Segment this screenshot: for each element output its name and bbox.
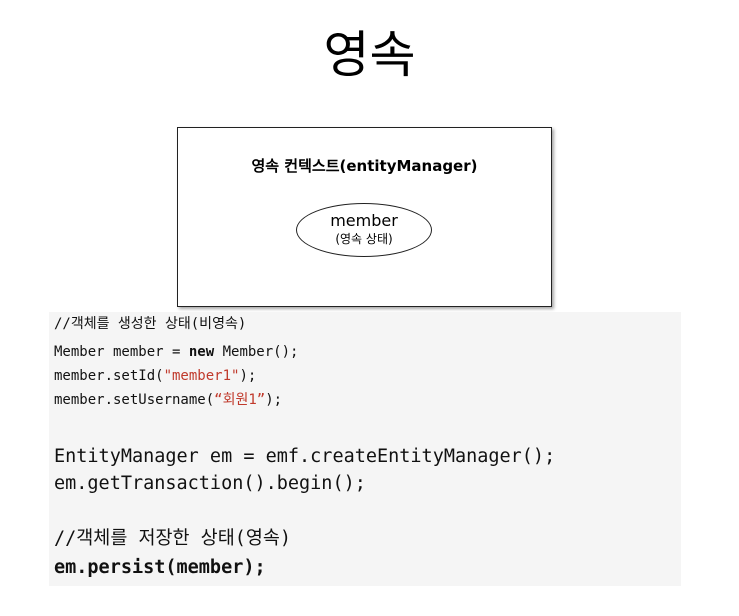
- code-line-set-id: member.setId("member1");: [54, 368, 256, 385]
- code-line-new-member: Member member = new Member();: [54, 344, 298, 361]
- slide-title: 영속: [323, 26, 416, 84]
- code-comment-managed: //객체를 저장한 상태(영속): [54, 528, 292, 549]
- code-text: member.setUsername(: [54, 392, 215, 408]
- persistence-context-box: 영속 컨텍스트(entityManager) member (영속 상태): [177, 127, 552, 307]
- code-line-begin-tx: em.getTransaction().begin();: [54, 473, 366, 494]
- code-string: “회원1”: [214, 392, 266, 408]
- code-line-set-username: member.setUsername(“회원1”);: [54, 392, 282, 409]
- code-keyword-new: new: [188, 344, 215, 360]
- code-line-persist: em.persist(member);: [54, 557, 266, 578]
- code-block: //객체를 생성한 상태(비영속) Member member = new Me…: [49, 312, 681, 586]
- code-text: Member();: [214, 344, 299, 360]
- code-string: "member1": [163, 368, 240, 384]
- persistence-context-label: 영속 컨텍스트(entityManager): [251, 157, 478, 175]
- code-comment-transient: //객체를 생성한 상태(비영속): [54, 316, 247, 332]
- member-entity-ellipse: member (영속 상태): [296, 203, 432, 257]
- code-text: Member member =: [54, 344, 189, 360]
- code-text: );: [239, 368, 257, 384]
- entity-state: (영속 상태): [335, 232, 393, 246]
- code-text: );: [265, 392, 283, 408]
- entity-name: member: [330, 211, 398, 230]
- code-line-create-em: EntityManager em = emf.createEntityManag…: [54, 446, 556, 467]
- code-text: member.setId(: [54, 368, 164, 384]
